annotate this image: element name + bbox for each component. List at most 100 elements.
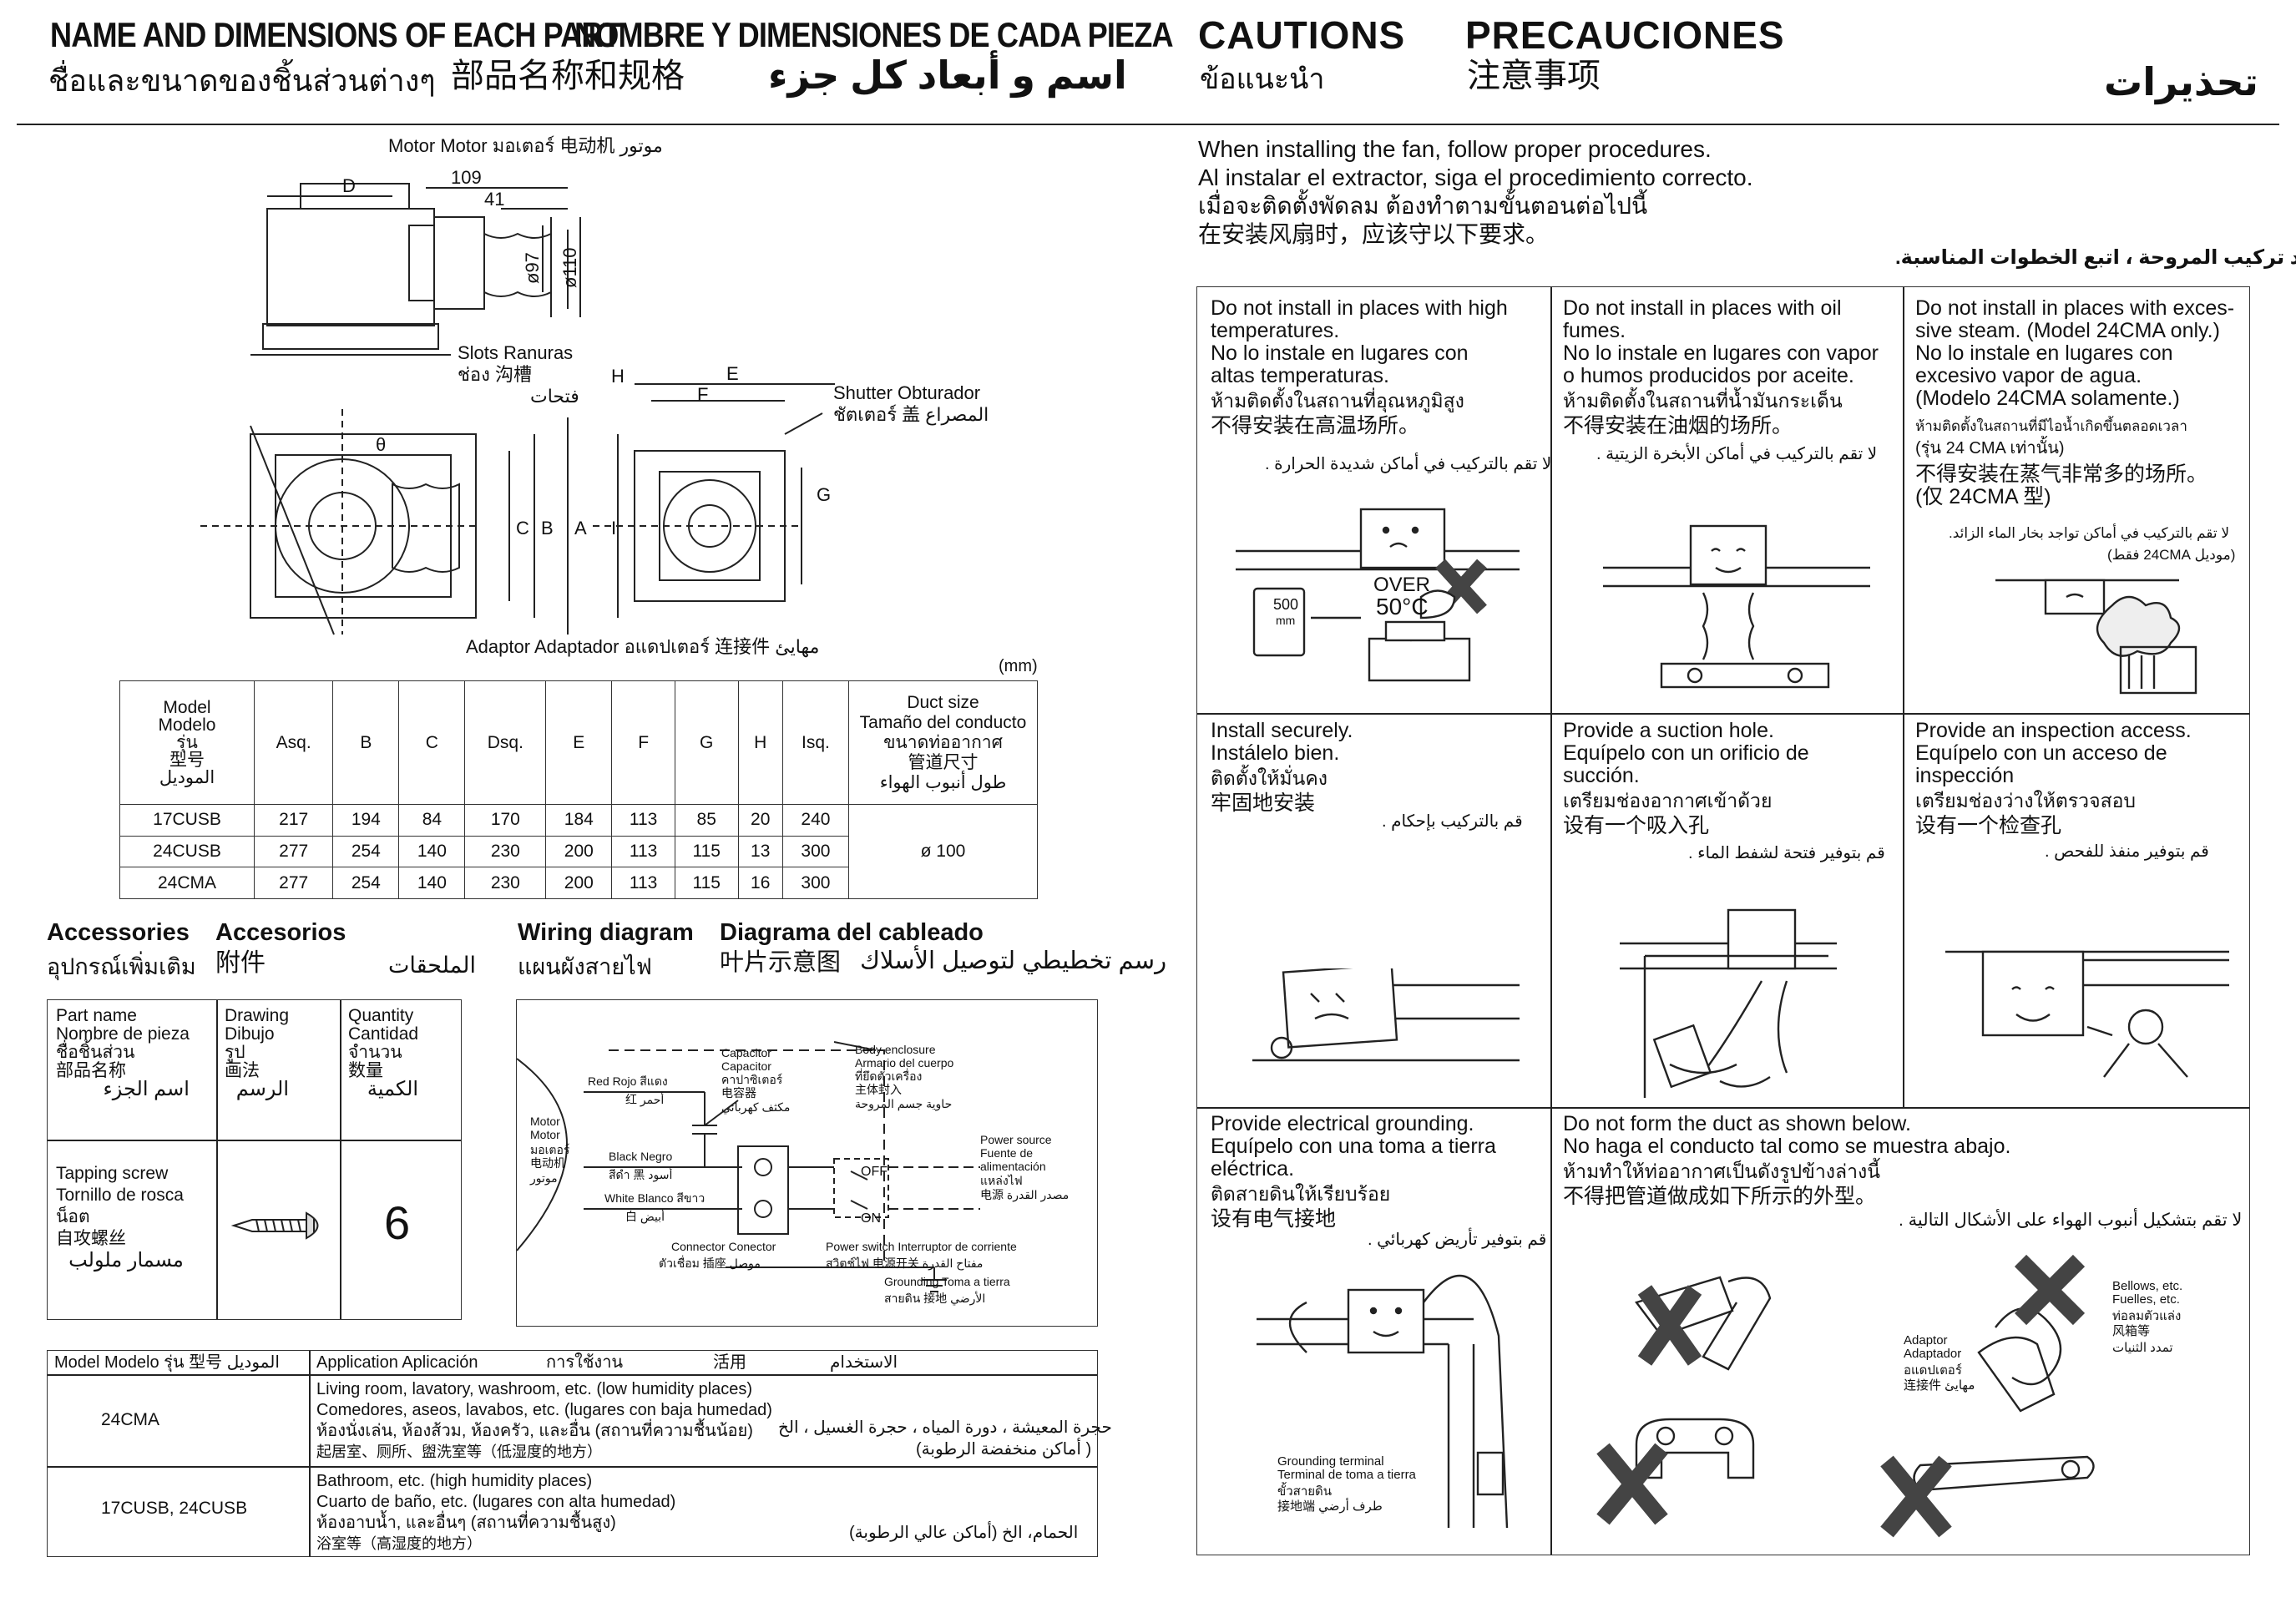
caution-steam: Do not install in places with exces-sive…	[1915, 296, 2236, 563]
inspection-access-illustration	[1945, 950, 2229, 1078]
wiring-title-th: แผนผังสายไฟ	[518, 954, 652, 979]
cautions-intro: When installing the fan, follow proper p…	[1198, 136, 1753, 247]
accessories-title-en: Accessories	[47, 919, 190, 946]
dims-header-e: E	[545, 680, 613, 805]
wiring-white: White Blanco สีขาว	[604, 1191, 705, 1205]
app-row-lines-1: Living room, lavatory, washroom, etc. (l…	[316, 1380, 772, 1460]
app-header-zh: 活用	[713, 1353, 746, 1372]
steam-illustration	[1995, 579, 2197, 695]
dimension-drawings: Motor Motor มอเตอร์ 电动机 موتور D 109 41 ø…	[200, 135, 989, 657]
app-header-model: Model Modelo รุ่น 型号 الموديل	[54, 1353, 280, 1372]
wiring-title-es: Diagrama del cableado	[720, 919, 984, 946]
tapping-screw-icon	[230, 1211, 319, 1240]
app-row-ar-2: الحمام، الخ (أماكن عالي الرطوبة)	[849, 1524, 1079, 1542]
motor-label: Motor Motor มอเตอร์ 电动机 موتور	[388, 135, 663, 156]
wiring-red: Red Rojo สีแดง	[588, 1074, 668, 1088]
oil-fumes-illustration	[1603, 524, 1870, 689]
application-table: Model Modelo รุ่น 型号 الموديل Application…	[47, 1350, 1112, 1557]
right-title-ar: تحذيرات	[2104, 60, 2258, 104]
adaptor-label: Adaptor Adaptador อแดปเตอร์ 连接件 مهايئ	[466, 636, 819, 657]
header-rule	[17, 124, 2279, 125]
badge-500: 500	[1273, 596, 1298, 613]
app-row-lines-2: Bathroom, etc. (high humidity places) Cu…	[316, 1472, 676, 1552]
caution-duct-forms: Do not form the duct as shown below.No h…	[1563, 1112, 2243, 1230]
shutter-label-1: Shutter Obturador	[833, 382, 980, 403]
left-title-es: NOMBRE Y DIMENSIONES DE CADA PIEZA	[574, 15, 1174, 54]
dim-g: G	[817, 484, 831, 505]
wiring-title-ar: رسم تخطيطي لتوصيل الأسلاك	[860, 948, 1167, 974]
acc-item-qty: 6	[384, 1196, 411, 1249]
dim-e: E	[726, 363, 739, 384]
app-row-model-1: 24CMA	[101, 1410, 160, 1429]
cautions-grid	[1196, 286, 2250, 1555]
right-title-en: CAUTIONS	[1198, 13, 1406, 57]
temp-label: 50°C	[1376, 594, 1429, 619]
dim-d: D	[342, 175, 356, 196]
app-row-ar-1b: ( أماكن منخفضة الرطوبة)	[916, 1440, 1092, 1459]
dim-f: F	[697, 384, 708, 405]
accessories-title-zh: 附件	[215, 949, 266, 977]
shutter-label-2: ชัตเตอร์ 盖 المصراع	[833, 404, 989, 425]
dim-c: C	[516, 518, 529, 538]
wiring-black: Black Negro	[609, 1150, 672, 1163]
left-title-en: NAME AND DIMENSIONS OF EACH PART	[50, 15, 621, 54]
wiring-red-2: 红 أحمر	[625, 1092, 664, 1107]
badge-mm: mm	[1276, 614, 1295, 627]
dims-header-c: C	[398, 680, 466, 805]
app-header-application: Application Aplicación	[316, 1353, 478, 1372]
caution-suction-hole: Provide a suction hole.Equípelo con un o…	[1563, 719, 1885, 862]
duct-forms-illustration: Bellows, etc.Fuelles, etc.ท่อลมตัวแล่ง风箱…	[1596, 1254, 2182, 1538]
slots-label-1: Slots Ranuras	[458, 342, 573, 363]
dim-theta: θ	[376, 434, 386, 455]
unit-mm: (mm)	[999, 657, 1038, 675]
slots-label-2: ช่อง 沟槽	[458, 364, 532, 385]
dim-h: H	[611, 366, 625, 387]
dim-41: 41	[484, 189, 504, 210]
cautions-intro-ar: عند تركيب المروحة ، اتبع الخطوات المناسب…	[1895, 246, 2296, 269]
dims-header-f: F	[611, 680, 675, 805]
dims-header-isq: Isq.	[781, 680, 850, 805]
right-title-th: ข้อแนะนำ	[1200, 63, 1325, 95]
right-title-es: PRECAUCIONES	[1465, 13, 1785, 57]
wiring-title-en: Wiring diagram	[518, 919, 694, 946]
dim-109: 109	[451, 167, 482, 188]
dim-i: I	[611, 518, 616, 538]
left-title-zh: 部品名称和规格	[451, 58, 685, 94]
left-title-ar: اسم و أبعاد كل جزء	[768, 53, 1127, 97]
accessories-title-ar: الملحقات	[388, 953, 477, 978]
dim-110: ø110	[559, 247, 580, 288]
slots-label-3: فتحات	[530, 386, 579, 407]
high-temp-illustration: 500 mm OVER 50°C	[1236, 508, 1520, 682]
right-title-zh: 注意事项	[1467, 58, 1601, 94]
app-row-model-2: 17CUSB, 24CUSB	[101, 1499, 248, 1518]
caution-install-securely: Install securely.Instálelo bien.ติดตั้งใ…	[1211, 719, 1523, 831]
wiring-black-2: สีดำ 黑 أسود	[609, 1167, 672, 1182]
wiring-off: OFF	[861, 1165, 888, 1179]
wiring-white-2: 白 أبيض	[625, 1209, 665, 1224]
over-label: OVER	[1373, 574, 1430, 596]
dims-header-dsq: Dsq.	[464, 680, 547, 805]
dims-header-h: H	[737, 680, 783, 805]
bellows-label: Bellows, etc.Fuelles, etc.ท่อลมตัวแล่ง风箱…	[2112, 1279, 2182, 1355]
wiring-title-zh: 叶片示意图	[720, 949, 842, 976]
